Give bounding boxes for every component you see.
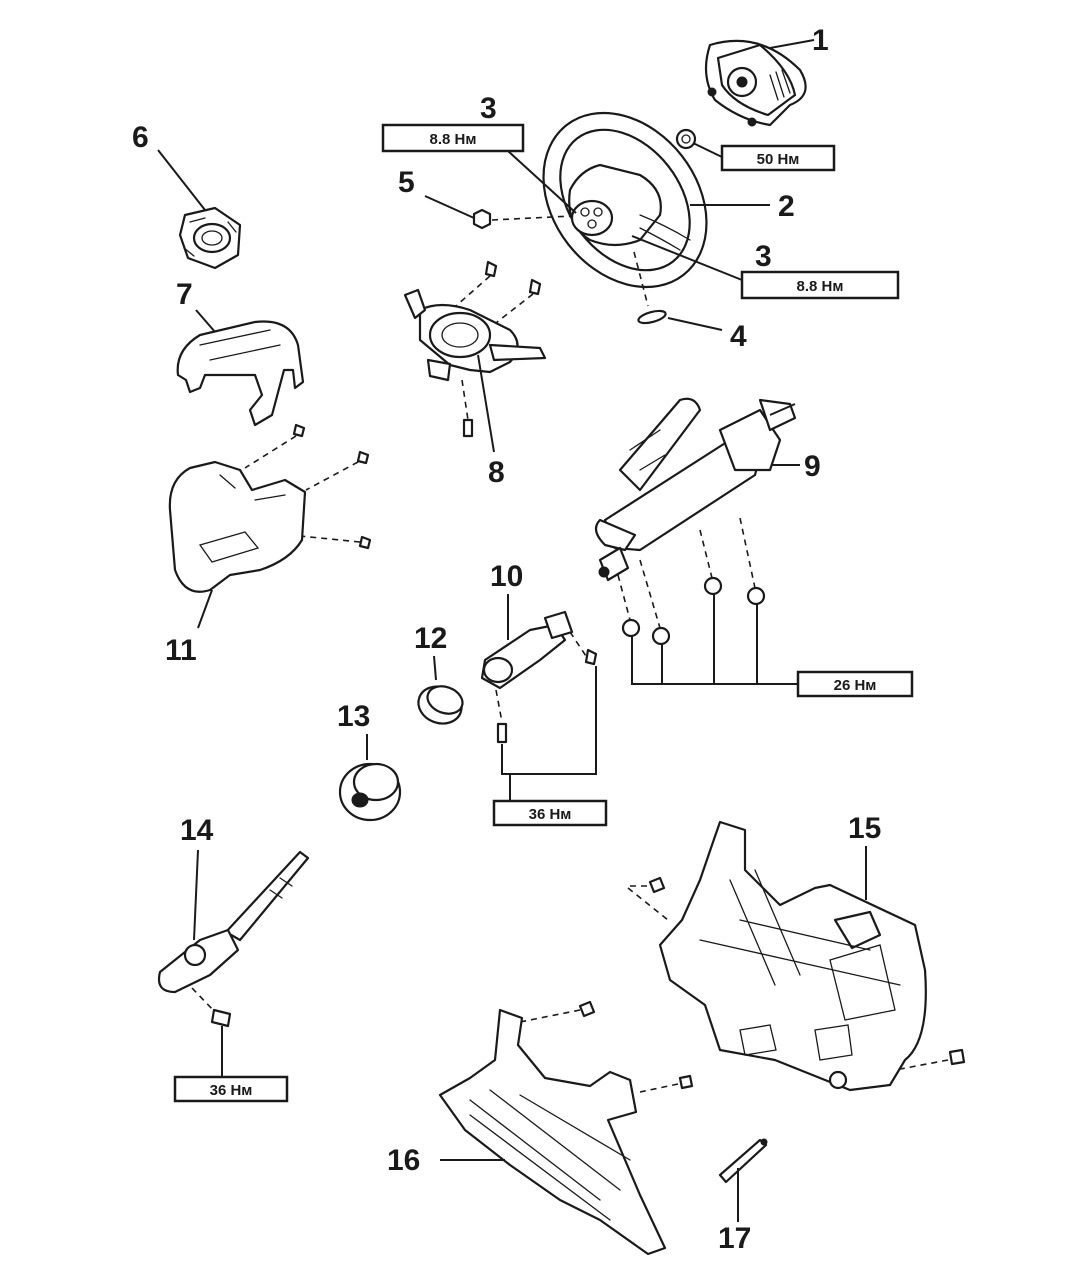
callout-12: 12 bbox=[414, 622, 447, 655]
torque-label-column: 26 Нм bbox=[834, 677, 877, 694]
part-15-lower-instrument-panel: 15 bbox=[627, 812, 966, 1092]
part-9-steering-column: 9 26 Нм bbox=[594, 397, 914, 698]
callout-3-left: 3 bbox=[480, 92, 497, 125]
part-3-left-callout: 3 8.8 Нм bbox=[381, 92, 577, 214]
nut-50nm-group: 50 Нм bbox=[675, 128, 836, 172]
torque-label-shaft: 36 Нм bbox=[210, 1082, 253, 1099]
callout-6: 6 bbox=[132, 121, 149, 154]
part-17-clip: 17 bbox=[718, 1138, 768, 1255]
callout-4: 4 bbox=[730, 320, 747, 353]
callout-1: 1 bbox=[812, 24, 829, 57]
torque-label-airbag-right: 8.8 Нм bbox=[797, 278, 844, 295]
callout-17: 17 bbox=[718, 1222, 751, 1255]
callout-10: 10 bbox=[490, 560, 523, 593]
callout-16: 16 bbox=[387, 1144, 420, 1177]
part-14-intermediate-shaft: 14 36 Нм bbox=[157, 814, 310, 1103]
callout-8: 8 bbox=[488, 456, 505, 489]
callout-5: 5 bbox=[398, 166, 415, 199]
part-12-clamp: 12 bbox=[414, 622, 464, 725]
callout-7: 7 bbox=[176, 278, 193, 311]
part-6-spiral-cable-bracket: 6 bbox=[132, 121, 242, 270]
callout-2: 2 bbox=[778, 190, 795, 223]
callout-3-right: 3 bbox=[755, 240, 772, 273]
part-11-lower-column-cover: 11 bbox=[165, 423, 372, 667]
callout-15: 15 bbox=[848, 812, 881, 845]
part-8-combination-switch: 8 bbox=[403, 260, 547, 489]
torque-label-nut: 50 Нм bbox=[757, 151, 800, 168]
part-10-intermediate-shaft-joint: 10 36 Нм bbox=[480, 560, 608, 827]
torque-label-airbag-left: 8.8 Нм bbox=[430, 131, 477, 148]
part-13-column-hole-cover: 13 bbox=[337, 700, 402, 822]
callout-11: 11 bbox=[165, 634, 197, 667]
callout-13: 13 bbox=[337, 700, 370, 733]
part-16-knee-protector: 16 bbox=[387, 1000, 694, 1256]
part-3-right-callout: 3 8.8 Нм bbox=[631, 235, 900, 300]
callout-9: 9 bbox=[804, 450, 821, 483]
part-7-upper-column-cover: 7 bbox=[176, 278, 305, 427]
callout-14: 14 bbox=[180, 814, 214, 847]
torque-label-joint: 36 Нм bbox=[529, 806, 572, 823]
part-2-steering-wheel: 2 bbox=[542, 111, 795, 289]
part-4-o-ring: 4 bbox=[633, 251, 747, 353]
part-5-nut: 5 bbox=[398, 166, 573, 230]
part-1-airbag-module: 1 bbox=[704, 24, 829, 127]
